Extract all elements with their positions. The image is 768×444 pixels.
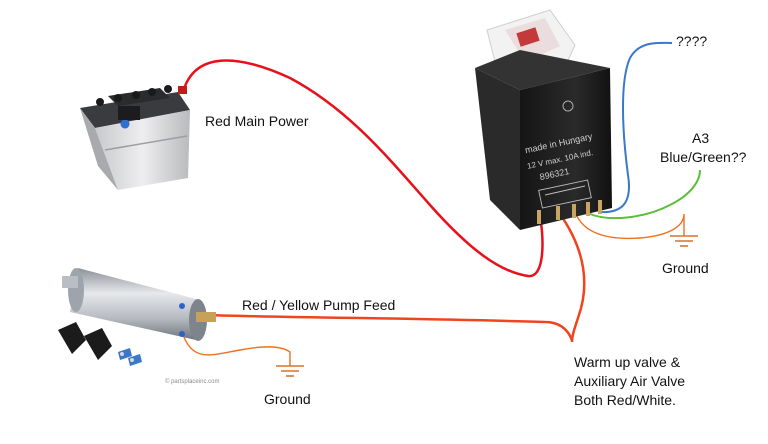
blue-wire xyxy=(597,41,673,214)
label-warm-up-valve: Warm up valve & xyxy=(574,354,681,370)
label-both-red-white: Both Red/White. xyxy=(574,392,676,408)
pump-ground-wire xyxy=(179,324,291,366)
label-ground-pump: Ground xyxy=(264,391,311,407)
watermark: © partsplaceinc.com xyxy=(165,378,219,385)
warm-up-valve-wire xyxy=(558,213,586,343)
ground-symbol-icon xyxy=(670,235,698,247)
label-unknown-wire: ???? xyxy=(676,33,708,49)
label-red-main-power: Red Main Power xyxy=(205,113,309,129)
battery-icon xyxy=(80,85,190,190)
red-main-power-wire xyxy=(181,59,544,278)
relay-icon: made in Hungary 12 V max. 10A ind. 89632… xyxy=(475,9,612,230)
fuel-pump-icon: © partsplaceinc.com xyxy=(58,268,219,385)
label-ground-relay: Ground xyxy=(662,260,709,276)
pump-feed-wire xyxy=(204,313,574,341)
label-a3: A3 xyxy=(692,130,710,146)
relay-ground-wire xyxy=(575,213,685,240)
green-wire xyxy=(589,169,701,220)
label-pump-feed: Red / Yellow Pump Feed xyxy=(242,297,396,313)
ground-symbol-icon xyxy=(276,365,304,377)
label-blue-green: Blue/Green?? xyxy=(660,149,747,165)
label-auxiliary-air-valve: Auxiliary Air Valve xyxy=(574,373,686,389)
